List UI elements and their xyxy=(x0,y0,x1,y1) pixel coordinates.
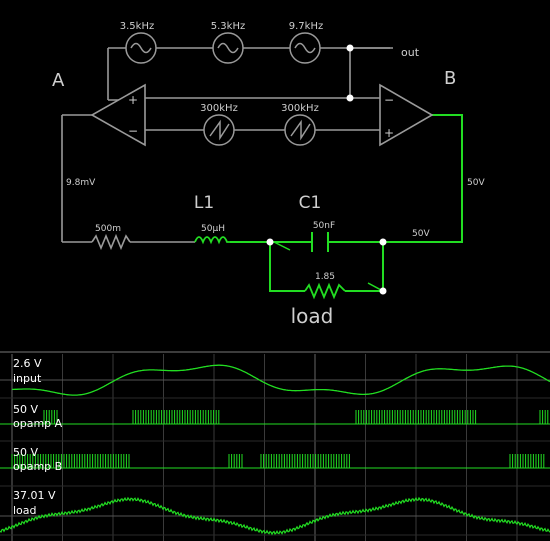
load-resistor-value: 1.85 xyxy=(315,272,335,282)
scope-wave-opamp-a xyxy=(0,410,550,425)
scope-4-value: 37.01 V xyxy=(13,489,56,502)
inductor-value: 50µH xyxy=(201,224,225,234)
inductor-l1[interactable] xyxy=(194,236,230,245)
scope-4-label: load xyxy=(13,504,37,517)
scope-wave-opamp-b xyxy=(0,454,550,469)
saw-1-freq: 300kHz xyxy=(200,103,238,114)
capacitor-name: C1 xyxy=(299,193,322,213)
scope-wave-load xyxy=(0,496,550,536)
saw-2-freq: 300kHz xyxy=(281,103,319,114)
opamp-b-plus: + xyxy=(384,126,394,140)
sawtooth-source-1[interactable] xyxy=(203,114,235,146)
source-1-freq: 3.5kHz xyxy=(120,21,154,32)
ac-source-1[interactable] xyxy=(125,32,157,64)
node-b-label: B xyxy=(444,68,456,89)
scope-2-value: 50 V xyxy=(13,403,38,416)
load-resistor[interactable] xyxy=(304,282,346,300)
scope-1-value: 2.6 V xyxy=(13,357,42,370)
out-label: out xyxy=(401,46,420,59)
inductor-name: L1 xyxy=(194,193,214,213)
scope-2-label: opamp A xyxy=(13,417,63,430)
load-label: load xyxy=(291,304,334,328)
scope-1-label: input xyxy=(13,372,42,385)
capacitor-value: 50nF xyxy=(313,221,335,231)
capacitor-c1[interactable] xyxy=(311,232,329,252)
scope-panel[interactable] xyxy=(0,351,550,541)
sawtooth-source-2[interactable] xyxy=(284,114,316,146)
opamp-a-minus: − xyxy=(128,124,138,138)
opamp-b-minus: − xyxy=(384,93,394,107)
resistor-series[interactable] xyxy=(91,233,131,251)
opamp-a[interactable] xyxy=(90,83,146,147)
opamp-a-plus: + xyxy=(128,93,138,107)
resistor-value: 500m xyxy=(95,224,121,234)
opamp-b[interactable] xyxy=(379,83,434,147)
scope-3-label: opamp B xyxy=(13,460,62,473)
ac-source-2[interactable] xyxy=(212,32,244,64)
source-3-freq: 9.7kHz xyxy=(289,21,323,32)
ac-source-3[interactable] xyxy=(289,32,321,64)
scope-wave-input xyxy=(11,364,550,396)
source-2-freq: 5.3kHz xyxy=(211,21,245,32)
node-a-label: A xyxy=(52,70,65,91)
voltage-right: 50V xyxy=(467,178,485,188)
voltage-bottom-right: 50V xyxy=(412,229,430,239)
scope-3-value: 50 V xyxy=(13,446,38,459)
voltage-left: 9.8mV xyxy=(66,178,96,188)
